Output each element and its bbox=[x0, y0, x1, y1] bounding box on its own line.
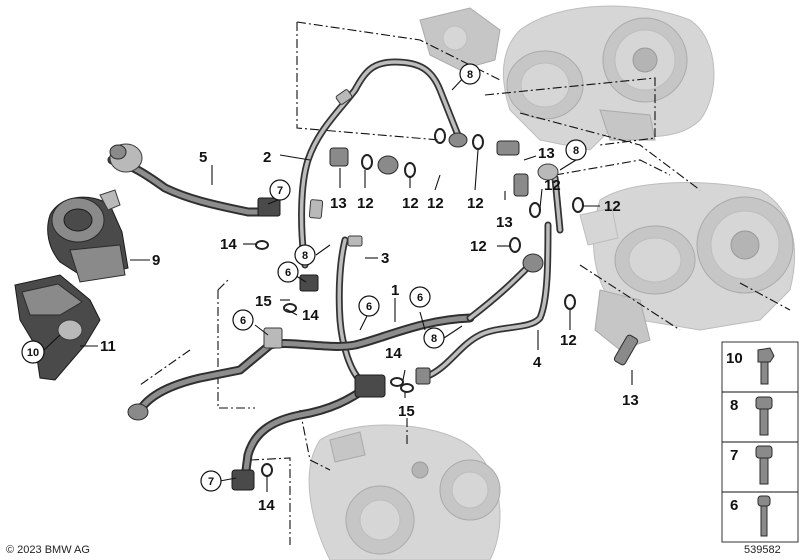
circled-callout-7-b[interactable]: 7 bbox=[200, 470, 222, 492]
svg-text:7: 7 bbox=[730, 447, 738, 464]
hose-lower[interactable] bbox=[231, 374, 386, 491]
assembly-lines bbox=[139, 21, 791, 545]
callout-12-c[interactable]: 12 bbox=[427, 195, 444, 212]
svg-text:6: 6 bbox=[285, 267, 291, 279]
callout-12-a[interactable]: 12 bbox=[357, 195, 374, 212]
callout-11[interactable]: 11 bbox=[100, 338, 116, 355]
hose-5[interactable] bbox=[107, 143, 267, 217]
turbocharger-right-ghost bbox=[579, 182, 795, 351]
callout-13-a[interactable]: 13 bbox=[330, 195, 347, 212]
callout-14-a[interactable]: 14 bbox=[220, 236, 237, 253]
callout-14-d[interactable]: 14 bbox=[258, 497, 275, 514]
circled-callout-10[interactable]: 10 bbox=[21, 340, 45, 364]
legend-item-6[interactable]: 6 bbox=[730, 495, 771, 537]
svg-text:8: 8 bbox=[467, 69, 473, 81]
circled-callout-8-d[interactable]: 8 bbox=[423, 327, 445, 349]
legend-item-7[interactable]: 7 bbox=[730, 445, 773, 485]
callout-14-b[interactable]: 14 bbox=[302, 307, 319, 324]
pipe-3[interactable] bbox=[335, 235, 379, 389]
circled-callout-8-a[interactable]: 8 bbox=[459, 63, 481, 85]
callout-5[interactable]: 5 bbox=[199, 149, 207, 166]
leader-lines bbox=[43, 74, 633, 492]
callout-13-c[interactable]: 13 bbox=[496, 214, 513, 231]
turbocharger-top-ghost bbox=[419, 5, 715, 151]
svg-text:8: 8 bbox=[431, 333, 437, 345]
callout-13-d[interactable]: 13 bbox=[622, 392, 639, 409]
callout-13-b[interactable]: 13 bbox=[538, 145, 555, 162]
svg-text:6: 6 bbox=[730, 497, 738, 514]
circled-callout-8-c[interactable]: 8 bbox=[294, 244, 316, 266]
electric-water-pump-9[interactable] bbox=[47, 189, 129, 283]
diagram-number: 539582 bbox=[744, 544, 781, 556]
callout-1[interactable]: 1 bbox=[391, 282, 399, 299]
pipe-2[interactable] bbox=[298, 58, 468, 269]
svg-text:8: 8 bbox=[730, 397, 738, 414]
circled-callout-6-b[interactable]: 6 bbox=[232, 309, 254, 331]
svg-text:10: 10 bbox=[726, 350, 743, 367]
callout-15-a[interactable]: 15 bbox=[255, 293, 272, 310]
svg-text:6: 6 bbox=[417, 292, 423, 304]
svg-text:7: 7 bbox=[208, 476, 214, 488]
callout-12-f[interactable]: 12 bbox=[604, 198, 621, 215]
circled-callout-6-a[interactable]: 6 bbox=[277, 261, 299, 283]
fittings-top[interactable] bbox=[257, 140, 639, 385]
callout-12-h[interactable]: 12 bbox=[560, 332, 577, 349]
circled-callout-6-d[interactable]: 6 bbox=[409, 286, 431, 308]
callout-12-e[interactable]: 12 bbox=[544, 177, 561, 194]
circled-callout-7-a[interactable]: 7 bbox=[269, 179, 291, 201]
coolant-housing-bottom-ghost bbox=[308, 424, 501, 560]
callout-14-c[interactable]: 14 bbox=[385, 345, 402, 362]
callout-2[interactable]: 2 bbox=[263, 149, 271, 166]
callout-3[interactable]: 3 bbox=[381, 250, 389, 267]
copyright-text: © 2023 BMW AG bbox=[6, 544, 90, 556]
circled-callout-6-c[interactable]: 6 bbox=[358, 295, 380, 317]
callout-12-b[interactable]: 12 bbox=[402, 195, 419, 212]
callout-12-g[interactable]: 12 bbox=[470, 238, 487, 255]
pipe-4[interactable] bbox=[426, 174, 564, 379]
circled-callout-8-b[interactable]: 8 bbox=[565, 139, 587, 161]
svg-text:7: 7 bbox=[277, 185, 283, 197]
svg-text:6: 6 bbox=[240, 315, 246, 327]
legend-item-10[interactable]: 10 bbox=[726, 347, 775, 385]
callout-9[interactable]: 9 bbox=[152, 252, 160, 269]
legend-item-8[interactable]: 8 bbox=[730, 396, 773, 436]
svg-text:10: 10 bbox=[27, 347, 39, 359]
pipe-1[interactable] bbox=[127, 313, 475, 421]
svg-text:8: 8 bbox=[302, 250, 308, 262]
svg-text:6: 6 bbox=[366, 301, 372, 313]
callout-4[interactable]: 4 bbox=[533, 354, 542, 371]
circled-callouts: 8 8 8 8 7 7 6 6 bbox=[21, 63, 587, 492]
callout-labels: 2 5 9 11 1 3 4 13 12 12 12 12 13 12 13 1… bbox=[100, 145, 639, 514]
fastener-legend: 10 8 7 6 bbox=[721, 341, 799, 543]
o-rings bbox=[255, 128, 584, 477]
callout-12-d[interactable]: 12 bbox=[467, 195, 484, 212]
callout-15-b[interactable]: 15 bbox=[398, 403, 415, 420]
bracket-11[interactable] bbox=[14, 274, 101, 381]
svg-text:8: 8 bbox=[573, 145, 579, 157]
